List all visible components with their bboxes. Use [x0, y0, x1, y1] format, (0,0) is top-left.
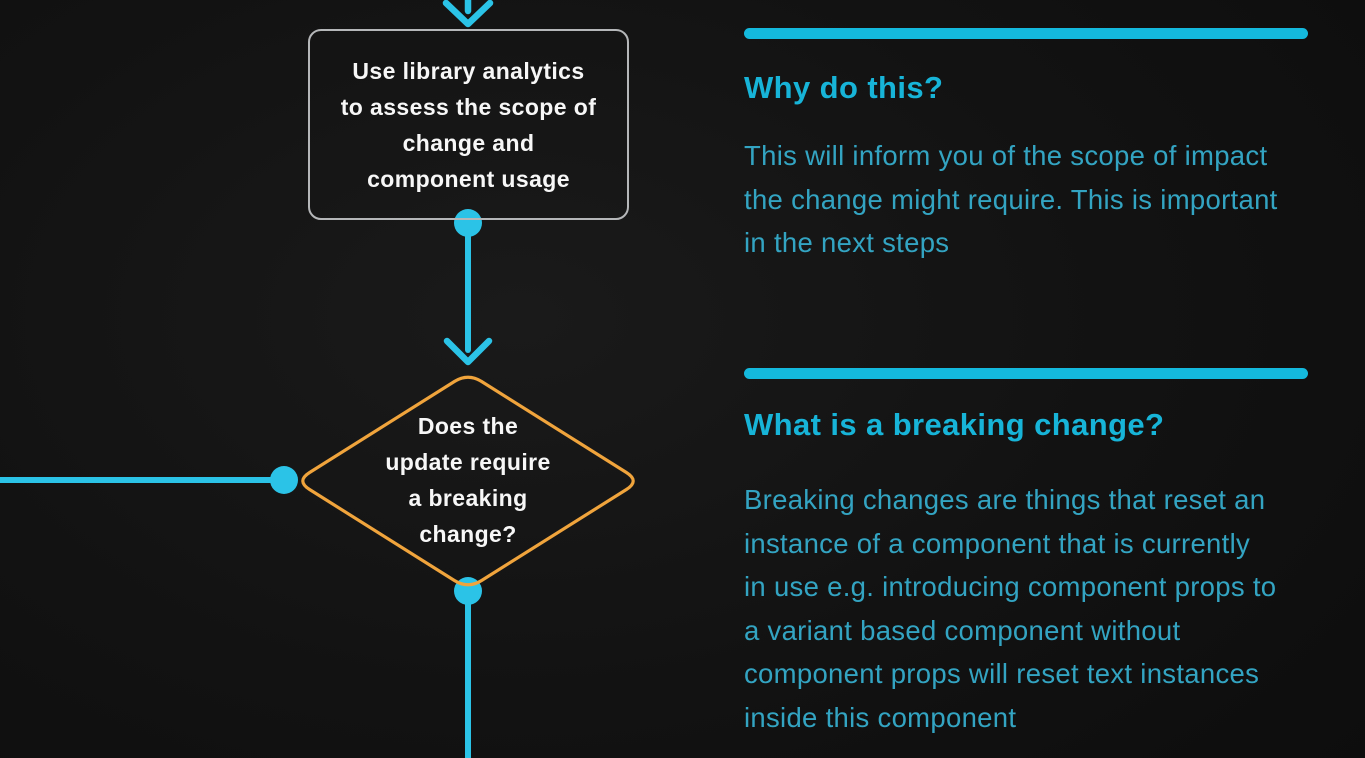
annotation-heading-breaking-change: What is a breaking change?: [744, 407, 1165, 442]
decision-diamond-shape[interactable]: [301, 375, 635, 587]
section-divider-bar: [744, 368, 1308, 379]
connector-incoming-arrow[interactable]: [442, 0, 494, 28]
decision-diamond-label: Does the update require a breaking chang…: [385, 413, 551, 547]
annotation-heading-why: Why do this?: [744, 70, 944, 105]
annotation-body-why: This will inform you of the scope of imp…: [744, 140, 1278, 258]
connector-diamond-to-bottom[interactable]: [454, 577, 482, 758]
connector-endpoint-dot: [454, 209, 482, 237]
connector-endpoint-dot: [270, 466, 298, 494]
connector-left-to-diamond[interactable]: [0, 466, 298, 494]
annotation-body-breaking-change: Breaking changes are things that reset a…: [744, 484, 1277, 733]
process-box-shape[interactable]: Use library analytics to assess the scop…: [308, 29, 629, 220]
process-box-label: Use library analytics to assess the scop…: [340, 57, 597, 192]
arrowhead-down-icon: [443, 337, 493, 366]
connector-box-to-diamond[interactable]: [443, 209, 493, 366]
arrowhead-down-icon: [442, 0, 494, 28]
section-divider-bar: [744, 28, 1308, 39]
